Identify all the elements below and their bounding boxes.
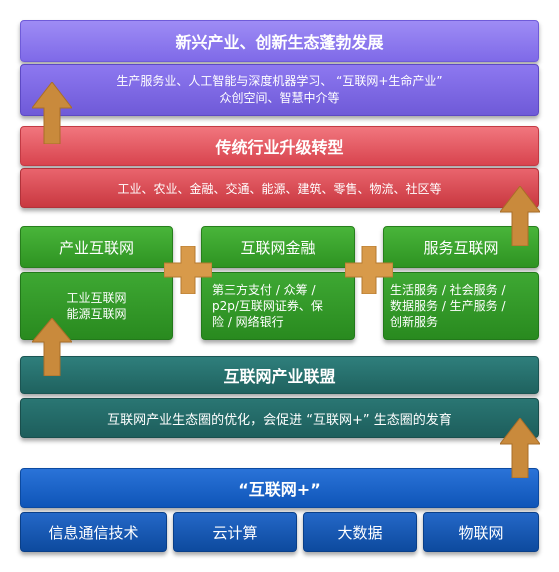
internet-plus-title: “互联网+” (238, 480, 321, 499)
column-2-line-1: 第三方支付 / 众筹 / (212, 283, 316, 297)
top-description-box: 生产服务业、人工智能与深度机器学习、 “互联网+生命产业” 众创空间、智慧中介等 (20, 64, 539, 116)
tech-tile-bigdata: 大数据 (303, 512, 417, 552)
alliance-description-box: 互联网产业生态圈的优化，会促进 “互联网+” 生态圈的发育 (20, 398, 539, 438)
tech-tile-ict: 信息通信技术 (20, 512, 167, 552)
plus-icon (345, 246, 393, 294)
column-3-body-box: 生活服务 / 社会服务 / 数据服务 / 生产服务 / 创新服务 (383, 272, 539, 340)
up-arrow-icon (500, 186, 540, 246)
column-1-title-box: 产业互联网 (20, 226, 173, 268)
top-line-1: 生产服务业、人工智能与深度机器学习、 “互联网+生命产业” (116, 74, 443, 88)
column-2-line-3: 险 / 网络银行 (212, 315, 284, 329)
up-arrow-icon (32, 318, 72, 376)
column-1-line-2: 能源互联网 (66, 307, 127, 321)
tech-label-1: 信息通信技术 (48, 523, 139, 542)
column-2-body-box: 第三方支付 / 众筹 / p2p/互联网证券、保 险 / 网络银行 (201, 272, 355, 340)
top-line-2: 众创空间、智慧中介等 (219, 91, 340, 105)
top-title: 新兴产业、创新生态蓬勃发展 (175, 33, 384, 52)
column-1-line-1: 工业互联网 (66, 291, 127, 305)
tech-label-4: 物联网 (458, 523, 504, 542)
column-3-line-3: 创新服务 (390, 315, 439, 329)
column-2-line-2: p2p/互联网证券、保 (212, 299, 323, 313)
column-1-title: 产业互联网 (58, 238, 134, 257)
tech-label-3: 大数据 (337, 523, 383, 542)
traditional-body: 工业、农业、金融、交通、能源、建筑、零售、物流、社区等 (117, 181, 442, 196)
traditional-title: 传统行业升级转型 (215, 138, 344, 157)
tech-label-2: 云计算 (212, 523, 258, 542)
tech-tile-cloud: 云计算 (173, 512, 297, 552)
traditional-title-banner: 传统行业升级转型 (20, 126, 539, 166)
alliance-title: 互联网产业联盟 (223, 367, 336, 386)
column-3-line-1: 生活服务 / 社会服务 / (390, 283, 506, 297)
tech-tile-iot: 物联网 (423, 512, 539, 552)
column-2-title-box: 互联网金融 (201, 226, 355, 268)
column-2-title: 互联网金融 (240, 238, 316, 257)
top-title-banner: 新兴产业、创新生态蓬勃发展 (20, 20, 539, 62)
traditional-description-box: 工业、农业、金融、交通、能源、建筑、零售、物流、社区等 (20, 168, 539, 208)
internet-plus-banner: “互联网+” (20, 468, 539, 508)
up-arrow-icon (32, 82, 72, 144)
column-3-line-2: 数据服务 / 生产服务 / (390, 299, 506, 313)
alliance-body: 互联网产业生态圈的优化，会促进 “互联网+” 生态圈的发育 (107, 412, 452, 428)
column-3-title: 服务互联网 (423, 238, 499, 257)
alliance-title-banner: 互联网产业联盟 (20, 356, 539, 394)
up-arrow-icon (500, 418, 540, 478)
plus-icon (164, 246, 212, 294)
